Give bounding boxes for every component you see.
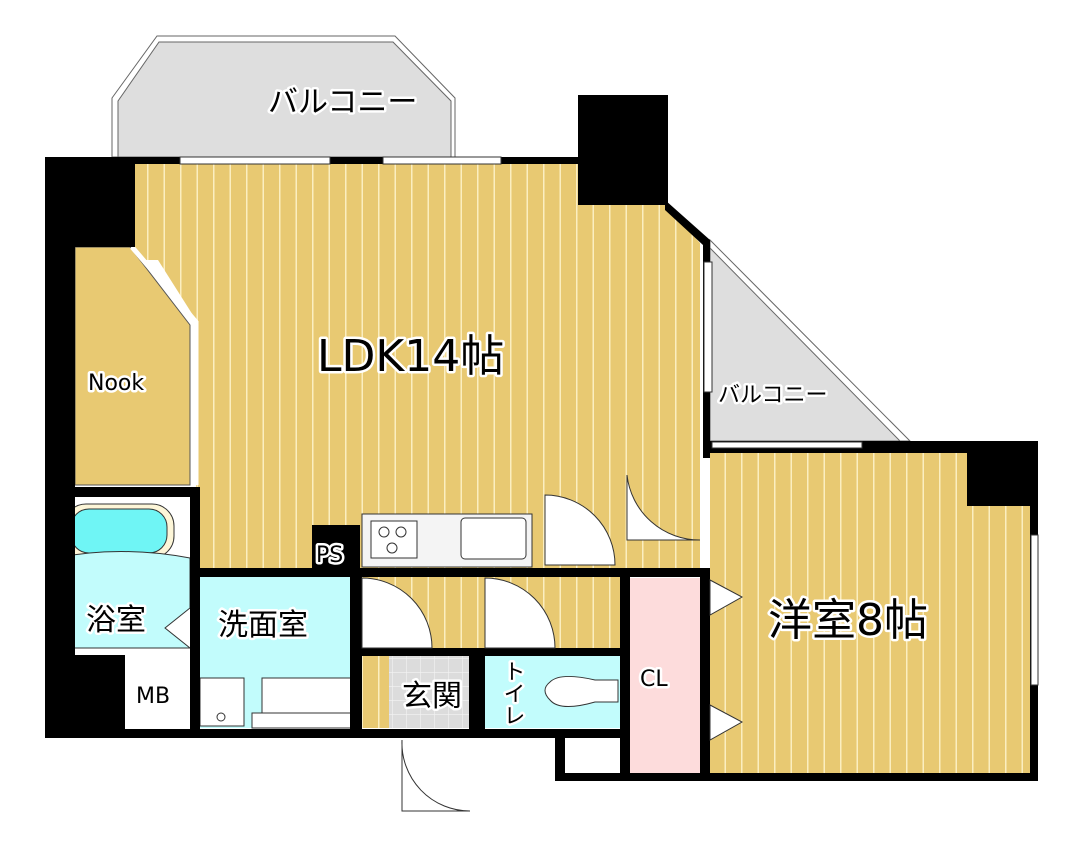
ps-label: PS (316, 543, 343, 568)
washroom-label: 洗面室 (218, 608, 308, 643)
entrance-label: 玄関 (402, 679, 462, 714)
mb-closet (124, 657, 190, 729)
ldk-floor (135, 163, 700, 578)
western-room-label: 洋室8帖 (768, 595, 928, 646)
windows (179, 156, 1039, 686)
entrance-floor (389, 656, 469, 728)
toilet-label: トイレ (500, 660, 525, 726)
balcony-top-label: バルコニー (268, 85, 417, 120)
doors (361, 474, 744, 812)
nook-label: Nook (88, 371, 144, 396)
bath-label: 浴室 (86, 603, 146, 638)
closet-label: CL (640, 667, 668, 692)
balcony-side-label: バルコニー (718, 383, 828, 408)
western-floor (710, 451, 1030, 773)
closet-floor (628, 578, 701, 773)
walls (45, 95, 1038, 781)
balcony-side (709, 238, 912, 442)
mb-label: MB (136, 684, 170, 709)
ldk-label: LDK14帖 (317, 331, 504, 382)
